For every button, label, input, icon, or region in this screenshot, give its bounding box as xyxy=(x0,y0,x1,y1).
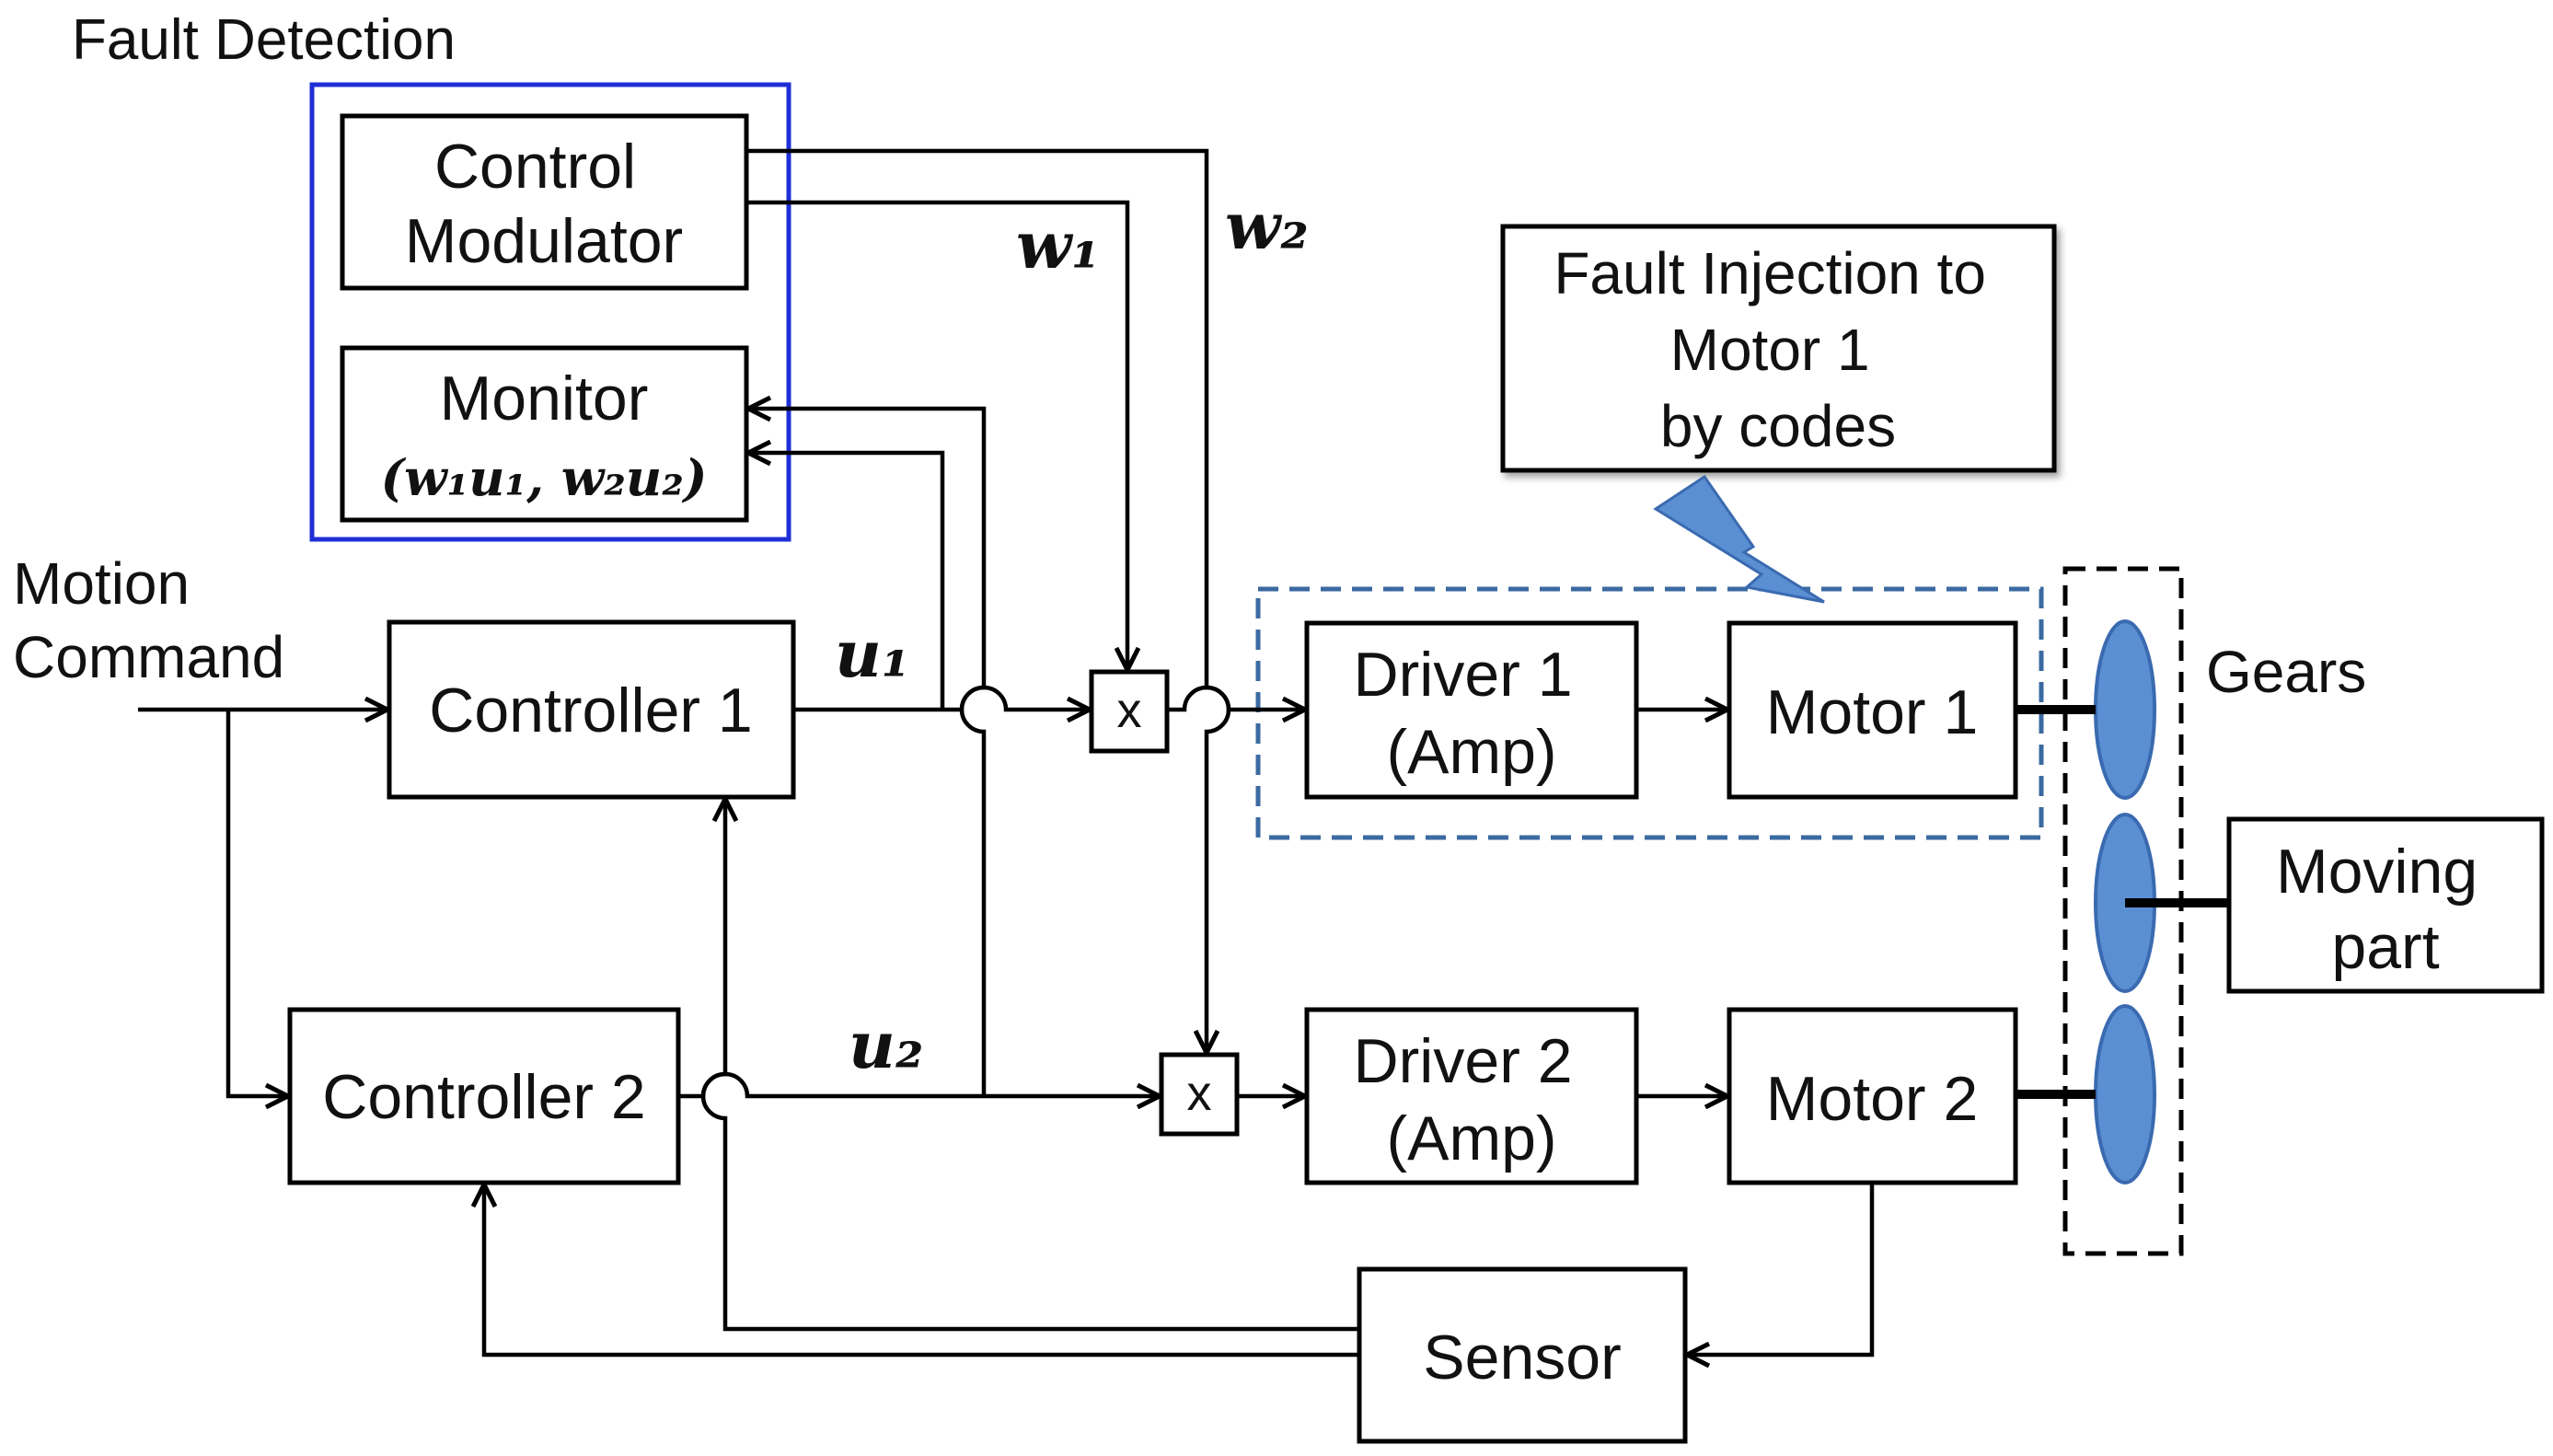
wire-motor-2-to-sensor xyxy=(1687,1183,1875,1355)
motor-2-box xyxy=(1727,1007,2018,1185)
lightning-bolt-icon xyxy=(1653,474,1825,604)
driver-1-label: Driver 1 (Amp) xyxy=(1354,640,1590,787)
control-modulator-box xyxy=(340,113,749,291)
wire-w1 xyxy=(746,200,1127,670)
sensor-box xyxy=(1357,1266,1688,1444)
sensor-label: Sensor xyxy=(1423,1323,1621,1392)
multiplier-1-box xyxy=(1089,669,1170,754)
fault-injection-box xyxy=(1500,224,2057,473)
wire-sensor-to-controller-1 xyxy=(700,799,1359,1332)
gear-1 xyxy=(2094,619,2156,800)
gear-3 xyxy=(2094,1004,2156,1184)
fault-injection-label: Fault Injection to Motor 1 by codes xyxy=(1554,240,2002,459)
w2-label: w₂ xyxy=(1225,188,1309,264)
controller-1-box xyxy=(387,619,796,800)
wire-u1-to-monitor xyxy=(748,453,945,710)
u2-label: u₂ xyxy=(849,1007,924,1083)
controller-2-label: Controller 2 xyxy=(322,1062,646,1132)
moving-part-label: Moving part xyxy=(2276,837,2495,982)
monitor-label: Monitor xyxy=(440,364,649,433)
w1-label: w₁ xyxy=(1016,207,1100,283)
monitor-box xyxy=(340,345,749,523)
multiplier-1-label: x xyxy=(1117,683,1142,738)
u1-label: u₁ xyxy=(835,616,910,692)
driver-2-box xyxy=(1304,1007,1639,1185)
gears-label: Gears xyxy=(2206,639,2366,705)
wire-sensor-to-controller-2 xyxy=(484,1184,1359,1358)
moving-part-box xyxy=(2226,816,2545,994)
gears-housing xyxy=(2062,566,2184,1256)
motor-2-label: Motor 2 xyxy=(1766,1064,1979,1134)
monitor-formula: (w₁u₁, w₂u₂) xyxy=(381,448,708,507)
controller-1-label: Controller 1 xyxy=(429,676,753,745)
wire-u2-to-monitor xyxy=(748,409,987,1096)
fault-detection-title: Fault Detection xyxy=(72,8,456,72)
motion-command-label: Motion Command xyxy=(13,550,284,690)
wire-w2 xyxy=(746,148,1231,1053)
wire-mult-1-to-driver-1 xyxy=(1167,685,1305,710)
motor-1-label: Motor 1 xyxy=(1766,677,1979,747)
multiplier-2-label: x xyxy=(1187,1066,1212,1121)
control-modulator-label: Control Modulator xyxy=(405,132,683,276)
wire-command-to-controller-2 xyxy=(225,710,288,1096)
driver-2-label: Driver 2 (Amp) xyxy=(1354,1026,1590,1173)
fault-detection-group xyxy=(309,82,791,542)
motor-1-box xyxy=(1727,620,2018,800)
